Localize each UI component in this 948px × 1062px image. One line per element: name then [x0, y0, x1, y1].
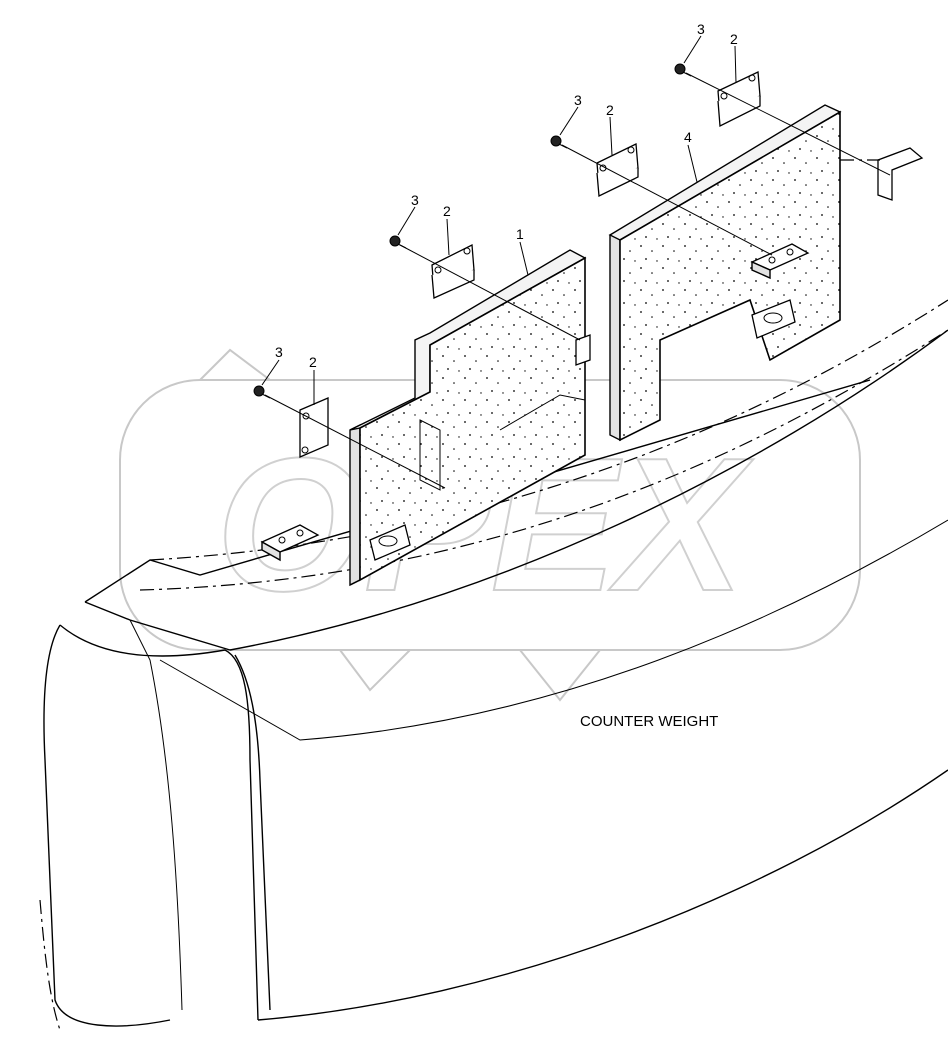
weight-plate-1	[349, 249, 587, 587]
bracket-2-c	[596, 142, 639, 197]
callout-bracket-2-b: 2	[443, 203, 451, 219]
callout-bolt-3-d: 3	[697, 21, 705, 37]
callout-bracket-2-d: 2	[730, 31, 738, 47]
counterweight-body	[39, 299, 948, 1031]
bracket-2-d	[717, 71, 761, 128]
leader-lines	[261, 35, 737, 405]
weight-plate-4	[608, 104, 842, 442]
callout-bolt-3-b: 3	[411, 192, 419, 208]
bolt-3-b	[389, 235, 407, 249]
diagram-caption: COUNTER WEIGHT	[580, 713, 718, 730]
bracket-2-a	[299, 397, 329, 458]
callout-bracket-2-c: 2	[606, 102, 614, 118]
assembly-lines	[264, 72, 891, 489]
callout-plate-1: 1	[516, 226, 524, 242]
callout-bolt-3-a: 3	[275, 344, 283, 360]
mount-blocks	[260, 147, 924, 562]
callout-bolt-3-c: 3	[574, 92, 582, 108]
callout-bracket-2-a: 2	[309, 354, 317, 370]
callout-plate-4: 4	[684, 129, 692, 145]
bracket-2-b	[431, 243, 475, 299]
